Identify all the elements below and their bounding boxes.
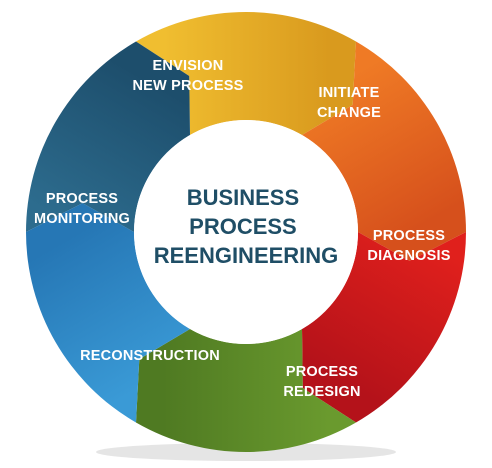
- segment-label-envision-line-2: NEW PROCESS: [133, 78, 244, 94]
- segment-label-monitoring: PROCESS MONITORING: [34, 191, 130, 227]
- segment-label-diagnosis-line-1: PROCESS: [373, 228, 445, 244]
- segment-label-monitoring-line-1: PROCESS: [46, 191, 118, 207]
- segment-label-reconstruction: RECONSTRUCTION: [80, 348, 220, 364]
- segment-label-initiate-line-1: INITIATE: [319, 85, 380, 101]
- segment-label-redesign-line-2: REDESIGN: [283, 384, 360, 400]
- center-title: BUSINESS PROCESS REENGINEERING: [154, 185, 339, 268]
- cycle-segments: [25, 11, 466, 453]
- segment-label-diagnosis: PROCESS DIAGNOSIS: [367, 228, 450, 264]
- segment-label-monitoring-line-2: MONITORING: [34, 211, 130, 227]
- segment-label-envision-line-1: ENVISION: [153, 58, 224, 74]
- center-title-line-1: BUSINESS: [187, 185, 299, 210]
- center-circle: [134, 120, 358, 344]
- segment-monitoring: [25, 41, 190, 232]
- segment-reconstruction: [25, 203, 190, 423]
- segment-labels: ENVISION NEW PROCESS INITIATE CHANGE PROCESS…: [34, 58, 451, 400]
- segment-redesign: [136, 328, 356, 453]
- segment-label-reconstruction-line-1: RECONSTRUCTION: [80, 348, 220, 364]
- segment-label-envision: ENVISION NEW PROCESS: [133, 58, 244, 94]
- segment-diagnosis: [302, 232, 466, 423]
- segment-label-redesign-line-1: PROCESS: [286, 364, 358, 380]
- center-title-line-2: PROCESS: [189, 214, 297, 239]
- segment-envision: [136, 11, 356, 136]
- center-title-line-3: REENGINEERING: [154, 243, 339, 268]
- segment-initiate: [302, 41, 466, 261]
- segment-label-diagnosis-line-2: DIAGNOSIS: [367, 248, 450, 264]
- segment-label-redesign: PROCESS REDESIGN: [283, 364, 360, 400]
- segment-label-initiate-line-2: CHANGE: [317, 105, 381, 121]
- segment-label-initiate: INITIATE CHANGE: [317, 85, 381, 121]
